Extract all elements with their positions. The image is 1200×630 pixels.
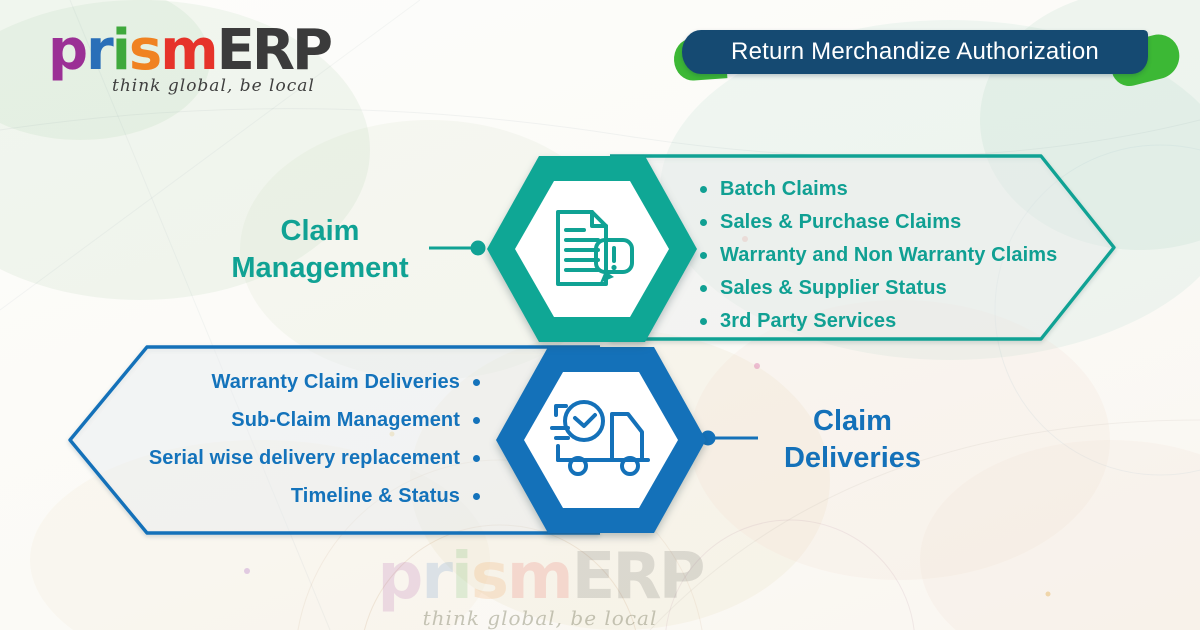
claim-management-title-line1: Claim [280, 215, 360, 247]
logo-suffix: ERP [216, 18, 333, 83]
bullet-icon [700, 219, 707, 226]
list-item-label: Warranty and Non Warranty Claims [720, 244, 1058, 266]
claim-deliveries-title: Claim Deliveries [765, 403, 940, 477]
list-item-label: 3rd Party Services [720, 310, 897, 332]
watermark-suffix: ERP [571, 540, 706, 614]
watermark-letter: i [450, 540, 473, 614]
document-alert-icon [556, 210, 634, 286]
bullet-icon [473, 455, 480, 462]
watermark-letter: r [421, 540, 453, 614]
claim-deliveries-title-line2: Deliveries [783, 442, 922, 474]
bullet-icon [700, 186, 707, 193]
claim-management-connector [429, 240, 486, 256]
claim-deliveries-connector [700, 430, 758, 446]
bullet-icon [473, 493, 480, 500]
bullet-icon [700, 318, 707, 325]
list-item: Sales & Purchase Claims [700, 211, 1120, 234]
claim-management-hexagon [487, 156, 697, 342]
watermark-letter: p [377, 540, 424, 614]
bullet-icon [473, 379, 480, 386]
list-item-label: Sales & Supplier Status [720, 277, 947, 299]
list-item: 3rd Party Services [700, 310, 1120, 333]
watermark-wordmark: prismERP [370, 540, 710, 614]
claim-deliveries-hexagon [496, 347, 706, 533]
claim-management-title-line2: Management [231, 252, 409, 284]
list-item-label: Sub-Claim Management [231, 409, 460, 431]
list-item: Sales & Supplier Status [700, 277, 1120, 300]
claim-deliveries-title-line1: Claim [813, 405, 892, 437]
list-item-label: Timeline & Status [290, 485, 460, 507]
claim-management-arrow-outline [610, 154, 1116, 341]
list-item: Serial wise delivery replacement [149, 447, 480, 470]
list-item-label: Sales & Purchase Claims [720, 211, 962, 233]
logo-letter: p [48, 18, 88, 83]
list-item: Warranty Claim Deliveries [211, 371, 480, 394]
delivery-truck-clock-icon [550, 400, 650, 476]
list-item: Batch Claims [700, 178, 1120, 201]
prismerp-logo: prismERP think global, be local [48, 22, 333, 97]
logo-letter: r [86, 18, 114, 83]
bullet-icon [473, 417, 480, 424]
bullet-icon [700, 252, 707, 259]
claim-deliveries-list: Warranty Claim Deliveries Sub-Claim Mana… [90, 371, 480, 523]
list-item: Timeline & Status [291, 485, 480, 508]
banner-title: Return Merchandize Authorization [731, 38, 1099, 65]
logo-letter: i [111, 18, 131, 83]
bullet-icon [700, 285, 707, 292]
logo-letter: s [128, 18, 162, 83]
logo-wordmark: prismERP [48, 22, 333, 80]
title-banner: Return Merchandize Authorization [672, 28, 1185, 90]
claim-management-list: Batch Claims Sales & Purchase Claims War… [700, 178, 1120, 343]
claim-management-title: Claim Management [200, 213, 440, 287]
banner-body: Return Merchandize Authorization [682, 30, 1148, 74]
claim-deliveries-arrow-outline [68, 345, 600, 535]
list-item-label: Warranty Claim Deliveries [211, 371, 460, 393]
watermark-letter: m [506, 540, 574, 614]
logo-letter: m [160, 18, 218, 83]
watermark: prismERP think global, be local [370, 540, 710, 630]
list-item: Warranty and Non Warranty Claims [700, 244, 1120, 267]
list-item: Sub-Claim Management [231, 409, 480, 432]
watermark-letter: s [470, 540, 509, 614]
logo-tagline: think global, be local [112, 76, 315, 96]
list-item-label: Serial wise delivery replacement [148, 447, 460, 469]
list-item-label: Batch Claims [720, 178, 848, 200]
watermark-tagline: think global, be local [422, 606, 658, 630]
